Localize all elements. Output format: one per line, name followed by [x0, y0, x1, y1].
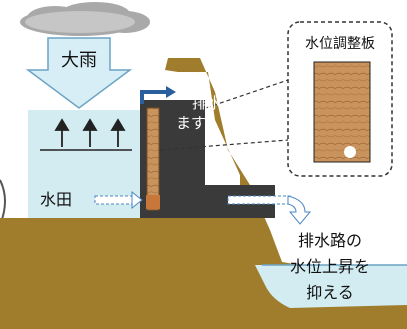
- board-closeup: [313, 61, 371, 163]
- overflow-arrow: [140, 90, 168, 104]
- paddy-label: 水田: [40, 190, 72, 209]
- rain-arrow: [25, 37, 133, 109]
- drain-box: [140, 100, 275, 218]
- rising-water-arrows: [54, 118, 126, 147]
- callout-line-bottom: [159, 139, 289, 151]
- water-level-board: [146, 107, 160, 211]
- drain-box-label-2: ます: [176, 114, 206, 132]
- drain-channel-label-3: 抑える: [306, 283, 354, 302]
- cloud: [20, 2, 150, 36]
- board-outlet: [146, 195, 160, 209]
- callout-line-top: [199, 79, 289, 111]
- drain-box-label-1: 排水: [192, 94, 222, 112]
- heavy-rain-label: 大雨: [61, 50, 97, 71]
- inflow-arrow: [94, 190, 143, 210]
- soil: [0, 58, 407, 329]
- outflow-arrow: [227, 195, 312, 225]
- channel-water: [255, 265, 407, 308]
- board-hole: [344, 146, 356, 158]
- drain-channel-label-2: 水位上昇を: [290, 257, 370, 276]
- board-title: 水位調整板: [305, 36, 375, 52]
- drain-channel-label-1: 排水路の: [298, 231, 362, 250]
